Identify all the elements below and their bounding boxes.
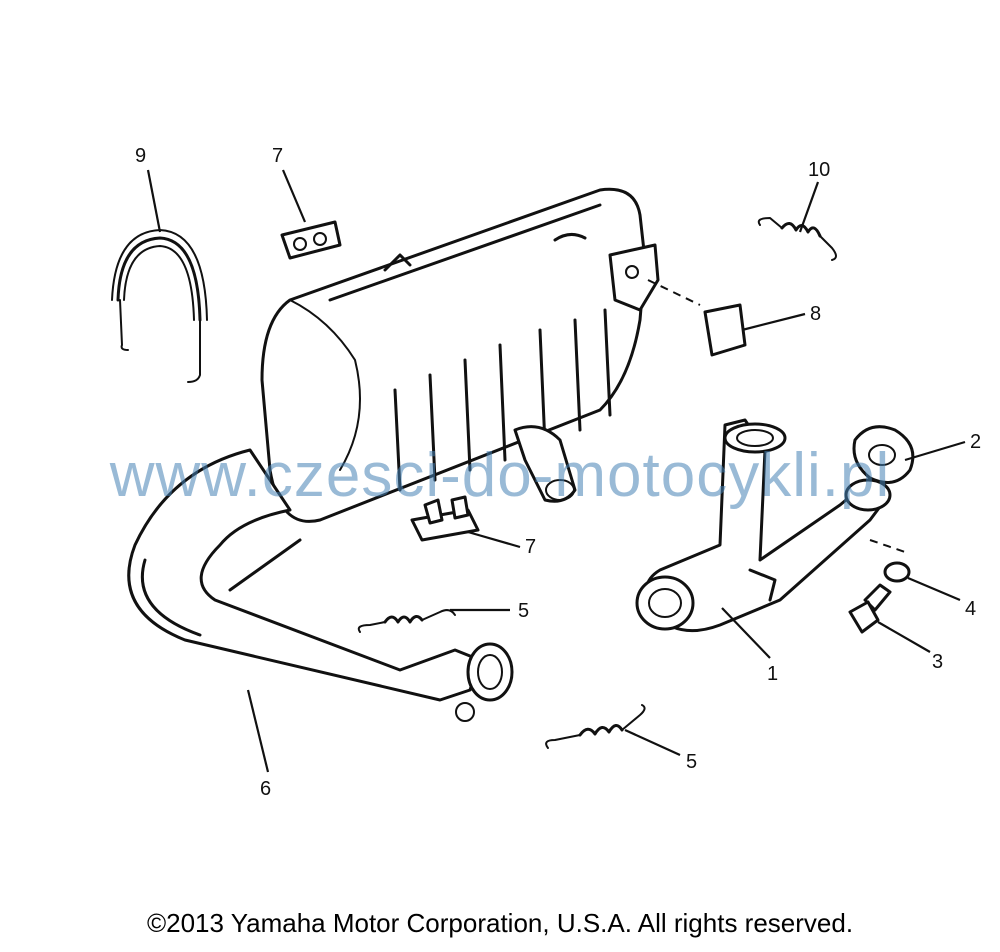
- part-label-8: 8: [810, 303, 821, 325]
- part-label-2: 2: [970, 431, 981, 453]
- bracket-upper: [280, 220, 342, 260]
- spring-coil-large: [111, 229, 208, 383]
- nut: [869, 539, 911, 583]
- part-label-9: 9: [135, 145, 146, 167]
- muffler: [260, 187, 660, 523]
- part-label-7b: 7: [525, 536, 536, 558]
- part-label-5a: 5: [518, 600, 529, 622]
- exhaust-pipe: [127, 448, 514, 722]
- copyright-notice: ©2013 Yamaha Motor Corporation, U.S.A. A…: [146, 908, 854, 938]
- bolt: [848, 583, 892, 634]
- exhaust-manifold: [635, 418, 892, 633]
- bracket-lower: [410, 495, 480, 542]
- gasket: [852, 425, 915, 484]
- part-label-6: 6: [260, 778, 271, 800]
- spring-small: [757, 217, 837, 261]
- part-label-3: 3: [932, 651, 943, 673]
- part-label-1: 1: [767, 663, 778, 685]
- spring-lower: [545, 704, 646, 749]
- damper: [647, 279, 747, 357]
- watermark-text: www.czesci-do-motocykli.pl: [109, 441, 891, 510]
- part-label-4: 4: [965, 598, 976, 620]
- muffler-outlet: [513, 425, 577, 503]
- part-label-7a: 7: [272, 145, 283, 167]
- part-label-5b: 5: [686, 751, 697, 773]
- spring-upper: [357, 609, 456, 633]
- leader-lines: [146, 169, 966, 773]
- part-label-10: 10: [808, 159, 830, 181]
